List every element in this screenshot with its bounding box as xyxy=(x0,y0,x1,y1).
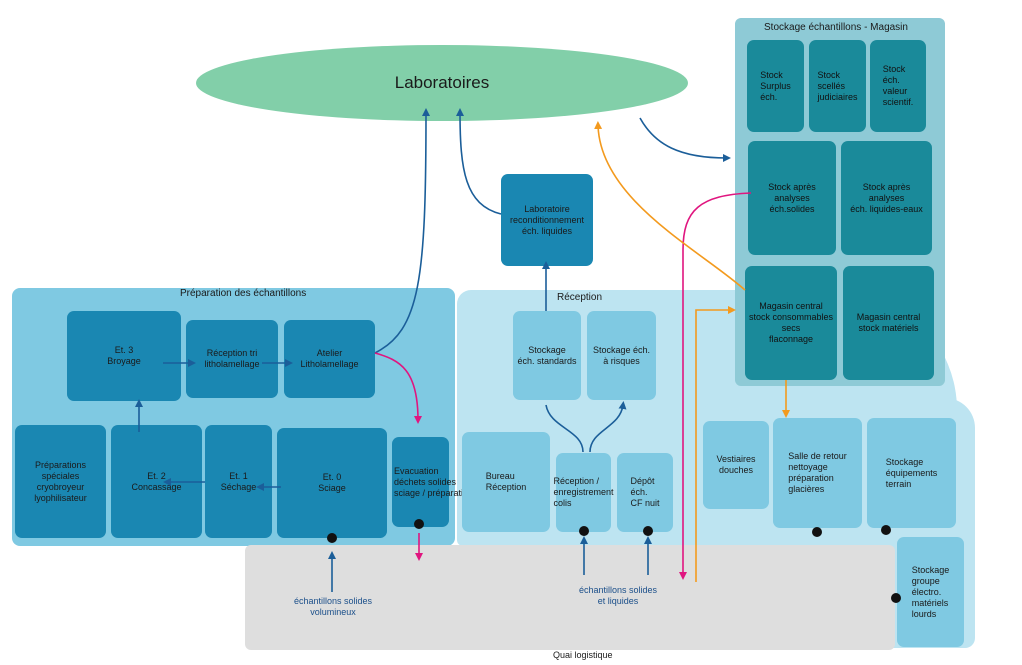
box-broyage: Et. 3 Broyage xyxy=(67,311,181,401)
box-stock-apres-solides-label: Stock après analyses éch.solides xyxy=(768,181,816,214)
box-reception-enregistrement-label: Réception / enregistrement colis xyxy=(553,476,614,508)
box-bureau-reception: Bureau Réception xyxy=(462,432,550,532)
dock-dot-salle xyxy=(812,527,822,537)
box-stock-scelles: Stock scellés judiciaires xyxy=(809,40,866,132)
dock-dot-evacuation xyxy=(414,519,424,529)
box-stock-scelles-label: Stock scellés judiciaires xyxy=(817,69,858,102)
box-reception-enregistrement: Réception / enregistrement colis xyxy=(553,453,614,532)
box-sciage-label: Et. 0 Sciage xyxy=(318,472,346,493)
arrow-reception-to-stockage xyxy=(545,405,623,453)
storage-title: Stockage échantillons - Magasin xyxy=(764,22,908,33)
reception-title: Réception xyxy=(557,292,603,303)
arrow-magasin-to-labs xyxy=(594,121,746,291)
box-stockage-risques-label: Stockage éch. à risques xyxy=(592,344,651,366)
box-salle-retour: Salle de retour nettoyage préparation gl… xyxy=(773,418,862,528)
dock-dot-equipements xyxy=(881,525,891,535)
box-sechage: Et. 1 Séchage xyxy=(205,425,272,538)
arrow-labs-to-storage xyxy=(639,117,731,162)
box-magasin-materiels-label: Magasin central stock matériels xyxy=(856,312,921,333)
box-broyage-label: Et. 3 Broyage xyxy=(107,345,141,366)
box-magasin-consommables: Magasin central stock consommables secs … xyxy=(745,266,837,380)
box-preparations-speciales-label: Préparations spéciales cryobroyeur lyoph… xyxy=(34,459,87,503)
box-reception-tri: Réception tri litholamellage xyxy=(186,320,278,398)
box-magasin-consommables-label: Magasin central stock consommables secs … xyxy=(748,301,834,344)
preparation-title: Préparation des échantillons xyxy=(180,288,307,299)
arrow-recond-to-labs xyxy=(456,108,502,215)
quai-label: Quai logistique xyxy=(553,650,613,660)
box-stockage-equipements: Stockage équipements terrain xyxy=(867,418,956,528)
box-depot-cf-nuit-label: Dépôt éch. CF nuit xyxy=(630,476,660,508)
box-stockage-standards-label: Stockage éch. standards xyxy=(517,344,577,366)
box-atelier-label: Atelier Litholamellage xyxy=(300,348,359,369)
input-label-solides-liquides: échantillons solides et liquides xyxy=(578,585,658,606)
box-sciage: Et. 0 Sciage xyxy=(277,428,387,538)
box-stockage-equipements-label: Stockage équipements terrain xyxy=(885,456,938,489)
dock-dot-depot xyxy=(643,526,653,536)
arrow-quai-to-magasin xyxy=(695,306,736,582)
arrow-atelier-to-labs xyxy=(374,108,430,354)
box-stock-valeur: Stock éch. valeur scientif. xyxy=(870,40,926,132)
box-magasin-materiels: Magasin central stock matériels xyxy=(843,266,934,380)
box-stock-apres-liquides: Stock après analyses éch. liquides-eaux xyxy=(841,141,932,255)
laboratoires-ellipse: Laboratoires xyxy=(196,45,688,121)
box-stock-surplus-label: Stock Surplus éch. xyxy=(760,69,791,102)
arrow-atelier-to-evacuation xyxy=(374,352,422,424)
box-stockage-standards: Stockage éch. standards xyxy=(513,311,581,400)
box-stock-valeur-label: Stock éch. valeur scientif. xyxy=(882,64,914,107)
box-lab-reconditionnement-label: Laboratoire reconditionnement éch. liqui… xyxy=(509,203,585,236)
box-stock-apres-solides: Stock après analyses éch.solides xyxy=(748,141,836,255)
dock-dot-groupe xyxy=(891,593,901,603)
box-preparations-speciales: Préparations spéciales cryobroyeur lyoph… xyxy=(15,425,106,538)
box-depot-cf-nuit: Dépôt éch. CF nuit xyxy=(617,453,673,532)
laboratoires-label: Laboratoires xyxy=(394,73,490,92)
box-evacuation-label: Evacuation déchets solides sciage / prép… xyxy=(394,465,474,498)
box-lab-reconditionnement: Laboratoire reconditionnement éch. liqui… xyxy=(501,174,593,266)
box-stockage-risques: Stockage éch. à risques xyxy=(587,311,656,400)
arrow-stock-solides-to-quai xyxy=(679,192,752,580)
box-stockage-groupe: Stockage groupe électro. matériels lourd… xyxy=(897,537,964,647)
input-label-volumineux: échantillons solides volumineux xyxy=(293,596,373,617)
box-bureau-reception-label: Bureau Réception xyxy=(485,471,527,492)
box-reception-tri-label: Réception tri litholamellage xyxy=(204,348,260,369)
box-stock-apres-liquides-label: Stock après analyses éch. liquides-eaux xyxy=(850,181,923,214)
box-atelier: Atelier Litholamellage xyxy=(284,320,375,398)
box-vestiaires-label: Vestiaires douches xyxy=(716,454,756,475)
quai-zone xyxy=(245,545,895,650)
box-concassage-label: Et. 2 Concassage xyxy=(131,470,182,492)
box-vestiaires: Vestiaires douches xyxy=(703,421,769,509)
dock-dot-sciage xyxy=(327,533,337,543)
box-stockage-groupe-label: Stockage groupe électro. matériels lourd… xyxy=(911,564,950,619)
box-salle-retour-label: Salle de retour nettoyage préparation gl… xyxy=(788,451,847,494)
box-stock-surplus: Stock Surplus éch. xyxy=(747,40,804,132)
box-sechage-label: Et. 1 Séchage xyxy=(220,470,257,492)
dock-dot-enregistrement xyxy=(579,526,589,536)
box-evacuation: Evacuation déchets solides sciage / prép… xyxy=(392,437,473,527)
